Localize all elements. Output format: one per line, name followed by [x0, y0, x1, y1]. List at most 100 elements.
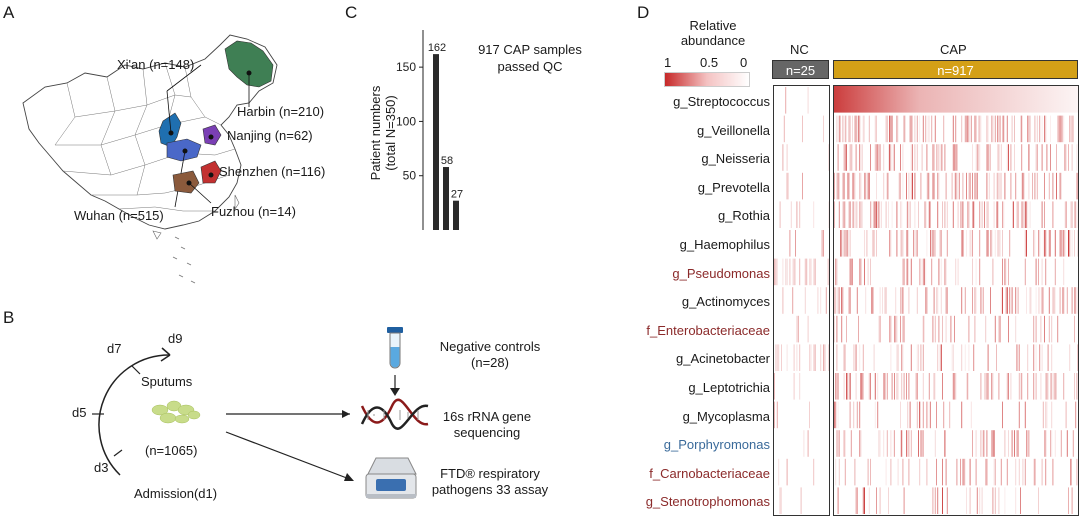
heatmap-row	[779, 201, 829, 228]
cap-heatmap	[833, 85, 1079, 516]
harbin-region	[224, 40, 274, 88]
heatmap-row	[834, 201, 1078, 228]
panel-label-a: A	[3, 3, 15, 22]
panel-label-c: C	[345, 3, 358, 22]
heatmap-row	[803, 430, 809, 457]
city-label-harbin: Harbin (n=210)	[237, 104, 325, 119]
genus-label: g_Rothia	[717, 208, 770, 224]
heatmap-row	[779, 487, 802, 514]
city-label-nanjing: Nanjing (n=62)	[227, 128, 313, 143]
timeline-arc	[98, 354, 171, 476]
heatmap-row	[834, 172, 1078, 200]
genus-label: g_Leptotrichia	[688, 380, 770, 395]
bar-value-label: 162	[428, 42, 446, 54]
genus-label: g_Porphyromonas	[663, 437, 770, 453]
heatmap-row	[840, 230, 1078, 257]
bar	[433, 54, 439, 230]
hainan-island	[152, 230, 162, 240]
arrow-down-icon	[390, 375, 400, 396]
pcr-instrument-icon	[365, 457, 417, 499]
heatmap-row	[834, 315, 1075, 343]
arrow-to-ftd	[225, 431, 353, 481]
nc-header-bar: n=25	[772, 60, 829, 79]
panel-label-b: B	[3, 308, 15, 327]
city-label-fuzhou: Fuzhou (n=14)	[211, 204, 296, 219]
china-map	[22, 34, 278, 284]
heatmap-row	[785, 87, 809, 114]
genus-label: g_Stenotrophomonas	[645, 494, 770, 510]
group-label-nc: NC	[790, 42, 809, 57]
genus-label: g_Veillonella	[696, 122, 770, 138]
heatmap-row	[835, 373, 1078, 400]
city-label-wuhan: Wuhan (n=515)	[74, 208, 164, 223]
heatmap-row	[836, 344, 1078, 371]
genus-label: f_Enterobacteriaceae	[646, 322, 770, 338]
heatmap-row	[775, 344, 829, 371]
group-label-cap: CAP	[940, 42, 967, 57]
genus-label: g_Acinetobacter	[676, 351, 770, 367]
heatmap-row	[778, 458, 815, 486]
south-sea-islands	[172, 236, 196, 284]
ftd-assay-label: FTD® respiratory pathogens 33 assay	[431, 466, 549, 497]
legend-title: Relative abundance	[680, 18, 746, 48]
heatmap-row	[774, 401, 810, 429]
genus-label: g_Mycoplasma	[682, 408, 770, 424]
heatmap-row	[837, 487, 1073, 514]
test-tube-icon	[387, 327, 403, 369]
genus-label: g_Actinomyces	[681, 294, 770, 310]
bar-value-label: 27	[451, 189, 463, 201]
day-label-d7: d7	[107, 341, 122, 356]
heatmap-row	[796, 315, 809, 343]
heatmap-row	[836, 430, 1074, 457]
heatmap-row	[774, 258, 829, 286]
genus-label: g_Prevotella	[697, 179, 770, 195]
heatmap-row	[834, 86, 1078, 113]
legend-tick-1: 1	[664, 55, 672, 70]
y-tick-label: 100	[396, 114, 416, 128]
sequencing-label: 16s rRNA gene sequencing	[442, 409, 532, 440]
genus-label: g_Streptococcus	[673, 94, 770, 109]
bar	[443, 167, 449, 230]
heatmap-row	[783, 115, 824, 143]
chart-title: 917 CAP samples passed QC	[478, 42, 582, 74]
day-label-d5: d5	[72, 405, 87, 420]
sputums-label: Sputums	[141, 374, 193, 389]
legend-tick-0: 0	[740, 55, 748, 70]
heatmap-row	[837, 144, 1078, 171]
taiwan-island	[234, 194, 240, 210]
day-label-d9: d9	[168, 331, 183, 346]
heatmap-row	[786, 172, 803, 200]
admission-label: Admission(d1)	[134, 486, 218, 501]
day-label-d3: d3	[94, 460, 109, 475]
bar-value-label: 58	[441, 155, 453, 167]
sputums-count: (n=1065)	[145, 443, 198, 458]
heatmap-row	[782, 144, 829, 171]
nc-heatmap	[773, 85, 830, 516]
heatmap-row	[835, 458, 1078, 486]
province-borders	[54, 62, 236, 212]
city-label-xian: Xi'an (n=148)	[117, 57, 195, 72]
legend-tick-0-5: 0.5	[700, 55, 719, 70]
tick-d3	[113, 449, 123, 457]
legend-colorbar	[664, 72, 750, 87]
heatmap-row	[836, 115, 1074, 143]
heatmap-row	[774, 373, 801, 400]
genus-label: g_Neisseria	[701, 151, 770, 167]
heatmap-row	[834, 401, 1077, 429]
bar	[453, 200, 459, 230]
bar-chart: 150 100 50 162 58 27	[396, 30, 463, 230]
sputum-blobs	[151, 400, 201, 424]
y-tick-label: 50	[403, 169, 417, 183]
shenzhen-region	[200, 160, 222, 184]
heatmap-row	[835, 258, 1065, 286]
negative-controls-label: Negative controls (n=28)	[439, 339, 541, 370]
heatmap-row	[834, 287, 1078, 314]
tick-d7	[131, 365, 141, 375]
genus-label: f_Carnobacteriaceae	[649, 465, 770, 481]
genus-label: g_Pseudomonas	[672, 265, 770, 281]
heatmap-row	[789, 230, 824, 257]
y-tick-label: 150	[396, 60, 416, 74]
genus-label: g_Haemophilus	[679, 237, 770, 252]
dna-helix-icon	[360, 398, 429, 430]
heatmap-row	[782, 287, 827, 314]
